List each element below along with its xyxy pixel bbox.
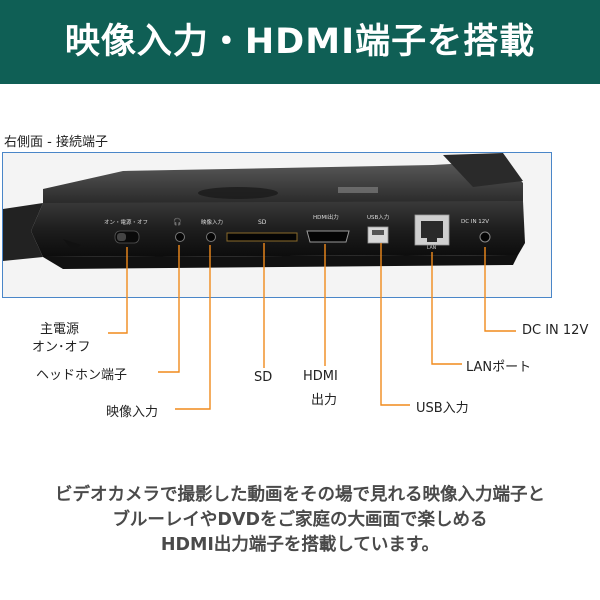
device-label-sd: SD — [258, 219, 267, 226]
callout-sd: SD — [254, 370, 273, 385]
device-illustration: オン・電源・オフ 🎧 映像入力 SD HDMI出力 USB入力 DC IN 12… — [3, 153, 551, 297]
page-title: 映像入力・HDMI端子を搭載 — [64, 22, 536, 62]
dc-jack-icon — [479, 231, 491, 243]
callout-hdmi-line1: HDMI — [303, 369, 338, 384]
caption: ビデオカメラで撮影した動画をその場で見れる映像入力端子と ブルーレイやDVDをご… — [0, 483, 600, 558]
hdmi-port-icon — [306, 230, 350, 243]
callout-hdmi-line2: 出力 — [311, 393, 338, 408]
callout-dc: DC IN 12V — [522, 323, 589, 338]
device-label-lan: LAN — [427, 245, 436, 251]
callout-usb: USB入力 — [416, 401, 469, 416]
callout-lan: LANポート — [466, 360, 532, 375]
callout-power-line2: オン･オフ — [32, 340, 91, 355]
device-label-video-in: 映像入力 — [201, 218, 223, 226]
sd-slot-icon — [226, 232, 298, 242]
video-in-jack-icon — [206, 232, 216, 242]
device-body — [31, 201, 525, 257]
caption-line3: HDMI出力端子を搭載しています。 — [160, 535, 440, 555]
device-hinge — [443, 153, 523, 187]
header-banner: 映像入力・HDMI端子を搭載 — [0, 0, 600, 84]
device-label-power: オン・電源・オフ — [104, 218, 148, 226]
device-top — [43, 161, 523, 203]
device-label-headphone: 🎧 — [173, 217, 182, 226]
section-label: 右側面 - 接続端子 — [4, 135, 108, 150]
device-label-dc: DC IN 12V — [461, 219, 489, 225]
device-label-usb: USB入力 — [367, 213, 389, 221]
caption-line1: ビデオカメラで撮影した動画をその場で見れる映像入力端子と — [55, 485, 545, 505]
device-photo: オン・電源・オフ 🎧 映像入力 SD HDMI出力 USB入力 DC IN 12… — [2, 152, 552, 298]
headphone-jack-icon — [175, 232, 185, 242]
callout-power-line1: 主電源 — [40, 322, 80, 337]
caption-line2: ブルーレイやDVDをご家庭の大画面で楽しめる — [112, 510, 488, 530]
callout-headphone: ヘッドホン端子 — [36, 368, 128, 383]
device-label-hdmi: HDMI出力 — [313, 213, 339, 221]
callout-video-in: 映像入力 — [106, 405, 159, 420]
